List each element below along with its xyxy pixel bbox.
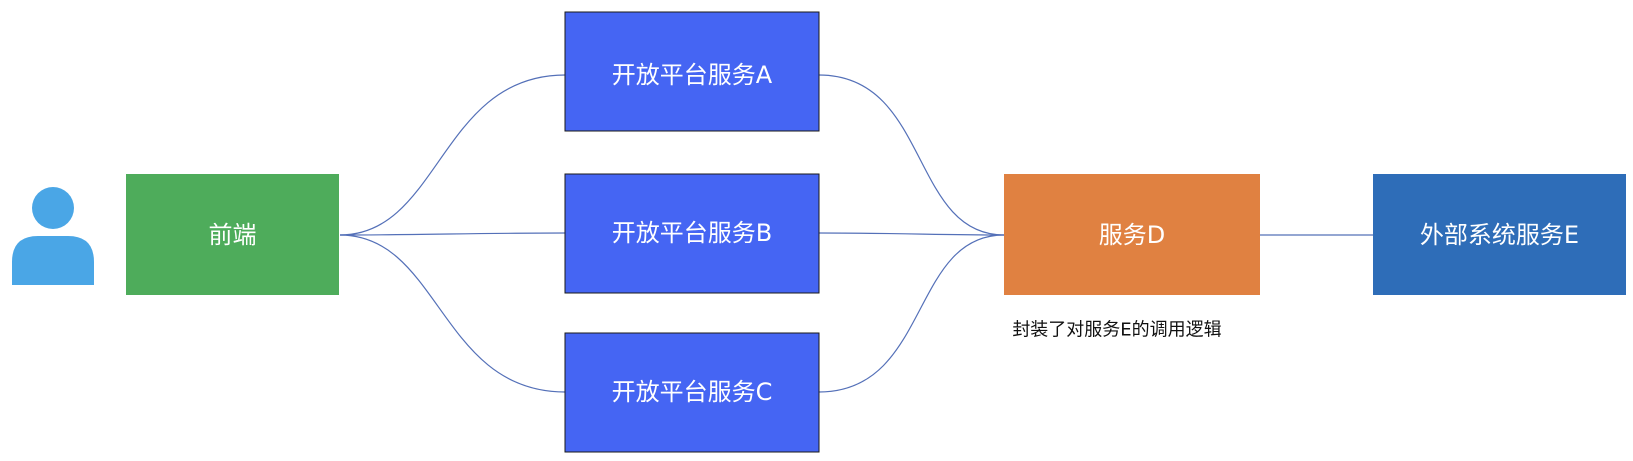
user-icon-body — [12, 236, 94, 285]
edge-service-b-to-service-d — [818, 232, 1005, 236]
node-service-c[interactable]: 开放平台服务C — [564, 332, 820, 453]
edge-frontend-to-service-c — [339, 234, 566, 393]
node-service-b-box — [564, 173, 820, 294]
node-frontend-label: 前端 — [209, 221, 257, 249]
node-service-c-label: 开放平台服务C — [612, 378, 773, 406]
node-frontend[interactable]: 前端 — [126, 174, 339, 295]
node-service-e[interactable]: 外部系统服务E — [1373, 174, 1626, 295]
node-service-d-label: 服务D — [1099, 221, 1165, 249]
edge-service-c-to-service-d — [818, 234, 1005, 393]
node-service-a-box — [564, 11, 820, 132]
node-service-e-box — [1373, 174, 1626, 295]
edge-frontend-to-service-b — [339, 232, 566, 236]
edge-frontend-to-service-a — [339, 74, 566, 236]
node-service-a-label: 开放平台服务A — [612, 61, 773, 89]
node-service-c-box — [564, 332, 820, 453]
service-d-note: 封装了对服务E的调用逻辑 — [1012, 320, 1221, 341]
edges — [339, 74, 1373, 393]
node-service-d[interactable]: 服务D — [1004, 174, 1260, 295]
node-service-e-label: 外部系统服务E — [1420, 221, 1579, 249]
node-frontend-box — [126, 174, 339, 295]
edge-service-a-to-service-d — [818, 74, 1005, 236]
user-icon — [12, 187, 94, 285]
node-service-b-label: 开放平台服务B — [612, 219, 772, 247]
node-service-a[interactable]: 开放平台服务A — [564, 11, 820, 132]
node-service-d-box — [1004, 174, 1260, 295]
user-icon-head — [32, 187, 74, 229]
node-service-b[interactable]: 开放平台服务B — [564, 173, 820, 294]
